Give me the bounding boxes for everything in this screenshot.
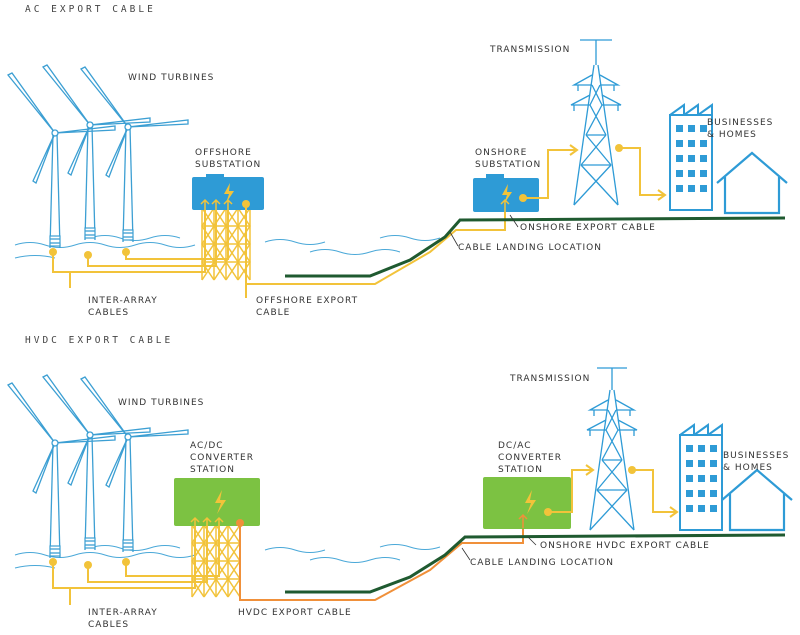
hvdc-export-cable-label: HVDC EXPORT CABLE bbox=[238, 608, 352, 618]
ac-wind-turbines-label: WIND TURBINES bbox=[128, 73, 214, 83]
hvdc-businesses-label-1: BUSINESSES bbox=[723, 451, 789, 461]
ac-section: AC EXPORT CABLE bbox=[7, 4, 789, 318]
hvdc-acdc-label-2: CONVERTER bbox=[190, 453, 254, 463]
ac-inter-array-label-1: INTER-ARRAY bbox=[88, 296, 158, 306]
ac-onshore-substation bbox=[473, 174, 539, 212]
ac-transmission-tower bbox=[570, 39, 622, 206]
hvdc-transmission-label: TRANSMISSION bbox=[509, 374, 590, 384]
ac-cable-landing-label: CABLE LANDING LOCATION bbox=[458, 243, 602, 253]
hvdc-section-title: HVDC EXPORT CABLE bbox=[25, 335, 173, 346]
hvdc-businesses-label-2: & HOMES bbox=[723, 463, 773, 473]
ac-offshore-substation-label-2: SUBSTATION bbox=[195, 160, 261, 170]
hvdc-dcac-converter-station bbox=[483, 477, 571, 529]
hvdc-dcac-label-1: DC/AC bbox=[498, 441, 532, 451]
ac-wind-turbines bbox=[7, 64, 189, 249]
ac-offshore-substation-label-1: OFFSHORE bbox=[195, 148, 252, 158]
ac-onshore-export-cable-label: ONSHORE EXPORT CABLE bbox=[520, 223, 656, 233]
hvdc-inter-array-label-1: INTER-ARRAY bbox=[88, 608, 158, 618]
hvdc-businesses-homes bbox=[679, 424, 794, 532]
hvdc-coastline bbox=[285, 533, 786, 594]
ac-businesses-label-1: BUSINESSES bbox=[707, 118, 773, 128]
hvdc-acdc-label-3: STATION bbox=[190, 465, 235, 475]
ac-offshore-export-label-2: CABLE bbox=[256, 308, 290, 318]
hvdc-cable-landing-label: CABLE LANDING LOCATION bbox=[470, 558, 614, 568]
hvdc-onshore-cable-label: ONSHORE HVDC EXPORT CABLE bbox=[540, 541, 710, 551]
ac-offshore-substation bbox=[192, 174, 264, 281]
hvdc-section: HVDC EXPORT CABLE bbox=[7, 335, 794, 630]
hvdc-dcac-label-3: STATION bbox=[498, 465, 543, 475]
ac-offshore-export-label-1: OFFSHORE EXPORT bbox=[256, 296, 358, 306]
hvdc-transmission-tower bbox=[586, 367, 638, 531]
hvdc-sea bbox=[14, 544, 441, 569]
hvdc-dcac-label-2: CONVERTER bbox=[498, 453, 562, 463]
ac-sea bbox=[14, 235, 441, 259]
ac-onshore-substation-label-2: SUBSTATION bbox=[475, 160, 541, 170]
ac-inter-array-label-2: CABLES bbox=[88, 308, 129, 318]
ac-section-title: AC EXPORT CABLE bbox=[25, 4, 156, 15]
ac-businesses-label-2: & HOMES bbox=[707, 130, 757, 140]
hvdc-inter-array-label-2: CABLES bbox=[88, 620, 129, 630]
hvdc-acdc-label-1: AC/DC bbox=[190, 441, 224, 451]
ac-coastline bbox=[285, 216, 786, 278]
hvdc-export-cable bbox=[239, 522, 524, 601]
ac-onshore-substation-label-1: ONSHORE bbox=[475, 148, 527, 158]
hvdc-acdc-converter-station bbox=[174, 478, 260, 598]
ac-transmission-label: TRANSMISSION bbox=[489, 45, 570, 55]
hvdc-wind-turbines-label: WIND TURBINES bbox=[118, 398, 204, 408]
